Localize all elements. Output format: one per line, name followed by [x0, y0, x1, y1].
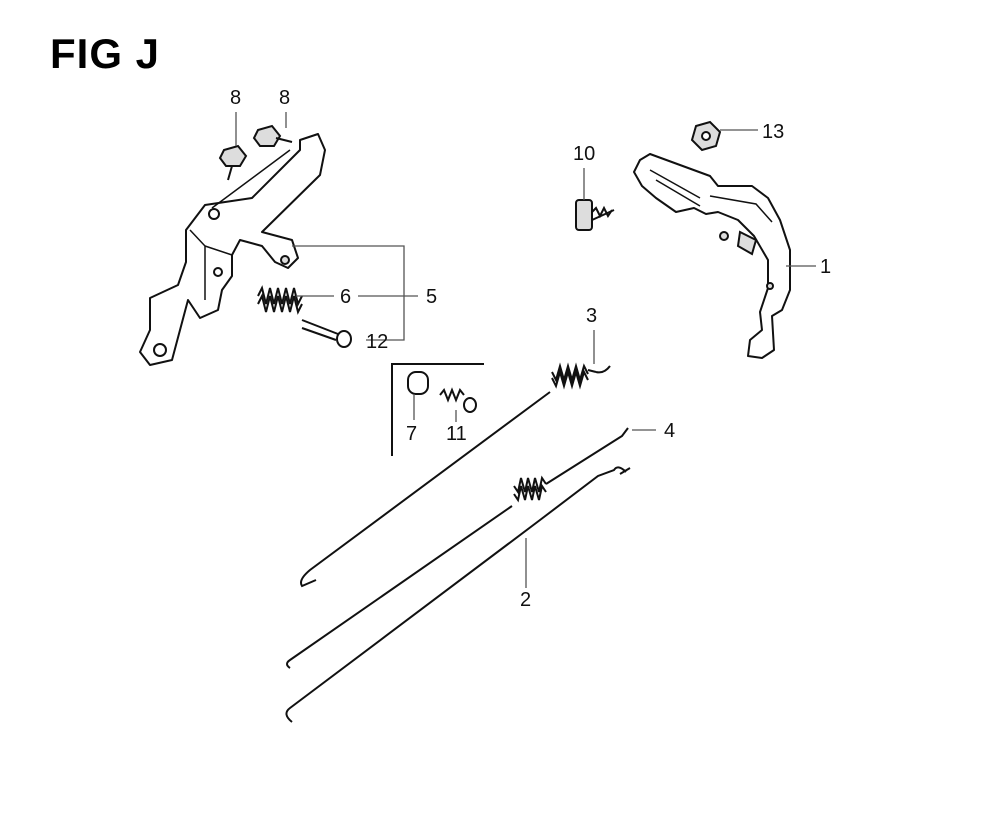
figure-title: FIG J	[50, 30, 161, 77]
screw-12	[301, 319, 352, 348]
callout-11: 11	[446, 423, 467, 445]
bolt-10	[575, 199, 615, 231]
callout-5: 5	[426, 286, 437, 308]
rod-4-with-spring	[286, 427, 656, 669]
callout-4: 4	[664, 420, 675, 442]
callout-1: 1	[820, 256, 831, 278]
right-lever	[633, 153, 791, 359]
callout-8-left: 8	[230, 87, 241, 109]
callout-2: 2	[520, 589, 531, 611]
callout-13: 13	[762, 121, 784, 143]
callout-6: 6	[340, 286, 351, 308]
rod-2	[285, 466, 631, 723]
left-bracket	[139, 133, 326, 366]
spring-6	[257, 285, 303, 315]
callout-7: 7	[406, 423, 417, 445]
callout-3: 3	[586, 305, 597, 327]
nut-13	[690, 120, 722, 152]
inset-box	[391, 363, 484, 456]
bolt-8-left	[218, 144, 248, 181]
leaders-right	[583, 129, 816, 267]
callout-12: 12	[366, 331, 388, 353]
leaders-left	[235, 112, 418, 341]
callout-8-right: 8	[279, 87, 290, 109]
callout-10: 10	[573, 143, 595, 165]
rod-3-with-spring	[300, 330, 611, 588]
bolt-8-right	[252, 124, 293, 147]
